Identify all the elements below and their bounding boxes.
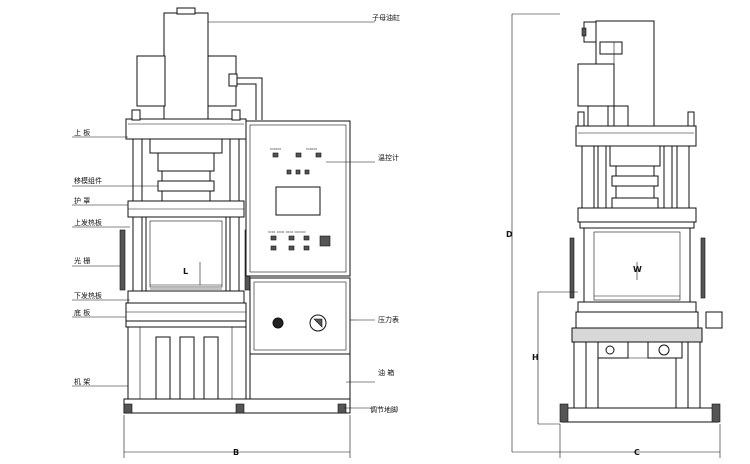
svg-text:▭▭ ▭▭ ▭▭ ▭▭▭: ▭▭ ▭▭ ▭▭ ▭▭▭ <box>268 229 306 234</box>
touch-screen <box>275 186 321 216</box>
side-top-plate <box>575 125 697 147</box>
label-lower-plate: 下发热板 <box>74 291 102 300</box>
front-view: ▭▭▭ ▭▭▭ ▭▭ ▭▭ ▭▭ ▭▭▭ B L <box>119 7 356 458</box>
foot-3 <box>337 403 347 414</box>
oil-cabinet <box>249 277 351 355</box>
foot-2 <box>235 403 245 414</box>
label-guard: 护 罩 <box>74 196 90 205</box>
cylinder-cap <box>176 7 196 15</box>
top-plate <box>125 118 247 140</box>
label-oil-tank: 油 箱 <box>378 368 394 377</box>
label-adjust-feet: 调节地脚 <box>370 405 398 414</box>
label-frame: 机 架 <box>74 377 90 386</box>
label-controller: 温控计 <box>378 153 399 162</box>
work-opening <box>145 216 227 292</box>
label-bottom-plate: 底 板 <box>74 308 90 317</box>
oil-pipe-inner <box>236 83 257 120</box>
dim-l-label: L <box>183 267 188 276</box>
lower-heat-plate <box>127 290 245 304</box>
side-view: W D H C <box>506 13 723 458</box>
label-pressure-gauge: 压力表 <box>378 315 399 324</box>
dim-b-label: B <box>233 448 239 457</box>
light-curtain-left <box>119 229 126 291</box>
leaders-left <box>72 136 158 387</box>
label-mold-changer: 移模组件 <box>74 176 102 185</box>
dim-c-label: C <box>634 448 640 457</box>
side-base <box>561 407 719 423</box>
leaders-right <box>208 21 375 409</box>
label-light-curtain: 光 栅 <box>74 256 90 265</box>
pipe-fitting <box>228 73 238 87</box>
main-cylinder <box>163 12 209 122</box>
knob-icon <box>272 317 284 329</box>
dim-h-label: H <box>532 353 539 362</box>
label-cylinder: 子母油缸 <box>372 13 400 22</box>
side-upper-heat-plate <box>577 207 697 223</box>
dim-d-label: D <box>506 230 513 239</box>
svg-text:▭▭▭: ▭▭▭ <box>306 146 318 151</box>
foot-1 <box>123 403 133 414</box>
cylinder-side-left <box>136 55 166 107</box>
dim-w-label: W <box>633 265 642 274</box>
oil-tank <box>249 353 351 400</box>
oil-pipe <box>236 77 263 120</box>
label-upper-plate: 上发热板 <box>74 218 102 227</box>
side-bottom-plate <box>575 311 699 329</box>
svg-text:▭▭▭: ▭▭▭ <box>270 146 282 151</box>
label-top-plate: 上 板 <box>74 128 90 137</box>
